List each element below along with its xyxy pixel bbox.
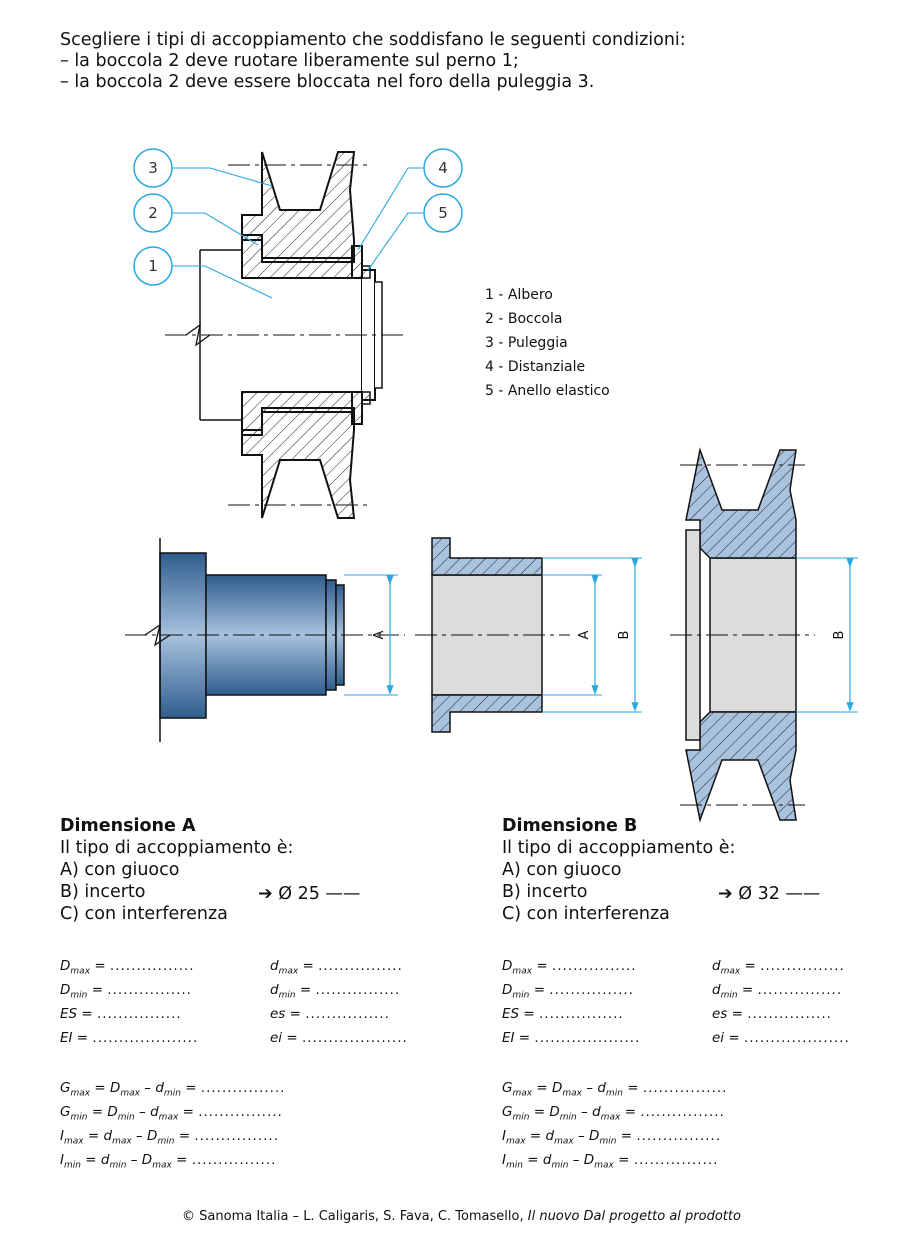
formula-ei: ei = ....................: [712, 1030, 850, 1046]
dimension-label-b: B: [832, 631, 847, 640]
dimension-label-a: A: [372, 630, 387, 639]
callout-4: 4: [438, 159, 448, 177]
pulley-drawing: [670, 447, 858, 823]
instruction-line: – la boccola 2 deve ruotare liberamente …: [60, 51, 519, 71]
formula-dmin-hole: Dmin = ................: [502, 982, 634, 1001]
option: B) incerto: [502, 882, 588, 902]
formula-dmax-shaft: dmax = ................: [270, 958, 403, 977]
legend-item: 1 - Albero: [485, 287, 553, 303]
question: Il tipo di accoppiamento è:: [60, 838, 294, 858]
option: C) con interferenza: [502, 904, 670, 924]
callout-leaders: [172, 167, 424, 299]
instruction-line: – la boccola 2 deve essere bloccata nel …: [60, 72, 595, 92]
formula-es: es = ................: [712, 1006, 832, 1022]
shaft-drawing: [125, 538, 405, 742]
formula-imin: Imin = dmin – Dmax = ................: [60, 1152, 277, 1171]
formula-dmax-hole: Dmax = ................: [502, 958, 637, 977]
callout-2: 2: [148, 204, 158, 222]
legend-item: 3 - Puleggia: [485, 335, 568, 351]
formula-gmax: Gmax = Dmax – dmin = ................: [502, 1080, 728, 1099]
formula-imax: Imax = dmax – Dmin = ................: [502, 1128, 721, 1147]
instruction-line: Scegliere i tipi di accoppiamento che so…: [60, 30, 686, 50]
dimension-label-b: B: [617, 631, 632, 640]
assembly-drawing: [165, 151, 405, 519]
formula-gmax: Gmax = Dmax – dmin = ................: [60, 1080, 286, 1099]
callout-3: 3: [148, 159, 158, 177]
option: B) incerto: [60, 882, 146, 902]
bushing-drawing: [415, 537, 642, 733]
legend-item: 5 - Anello elastico: [485, 383, 610, 399]
option: A) con giuoco: [502, 860, 622, 880]
formula-dmax-hole: Dmax = ................: [60, 958, 195, 977]
copyright-footer: © Sanoma Italia – L. Caligaris, S. Fava,…: [182, 1209, 741, 1224]
formula-ei: ei = ....................: [270, 1030, 408, 1046]
formula-dmin-hole: Dmin = ................: [60, 982, 192, 1001]
legend-item: 4 - Distanziale: [485, 359, 586, 375]
formula-gmin: Gmin = Dmin – dmax = ................: [60, 1104, 283, 1123]
callout-1: 1: [148, 257, 158, 275]
formula-EI: EI = ....................: [502, 1030, 641, 1046]
formula-ES: ES = ................: [60, 1006, 182, 1022]
formula-imin: Imin = dmin – Dmax = ................: [502, 1152, 719, 1171]
legend-item: 2 - Boccola: [485, 311, 563, 327]
question: Il tipo di accoppiamento è:: [502, 838, 736, 858]
formula-es: es = ................: [270, 1006, 390, 1022]
formula-EI: EI = ....................: [60, 1030, 199, 1046]
dimension-b-section: Dimensione B Il tipo di accoppiamento è:…: [502, 815, 735, 925]
instructions: Scegliere i tipi di accoppiamento che so…: [60, 30, 686, 93]
fit-a: ➔ Ø 25 ——: [258, 884, 361, 904]
formula-gmin: Gmin = Dmin – dmax = ................: [502, 1104, 725, 1123]
callout-circles: [133, 148, 463, 286]
parts-legend: 1 - Albero 2 - Boccola 3 - Puleggia 4 - …: [485, 283, 610, 403]
section-title: Dimensione B: [502, 816, 638, 836]
formula-ES: ES = ................: [502, 1006, 624, 1022]
section-title: Dimensione A: [60, 816, 196, 836]
fit-b: ➔ Ø 32 ——: [718, 884, 821, 904]
formula-dmin-shaft: dmin = ................: [270, 982, 401, 1001]
formula-dmax-shaft: dmax = ................: [712, 958, 845, 977]
dimension-label-a: A: [577, 630, 592, 639]
option: A) con giuoco: [60, 860, 180, 880]
option: C) con interferenza: [60, 904, 228, 924]
formula-imax: Imax = dmax – Dmin = ................: [60, 1128, 279, 1147]
dimension-a-section: Dimensione A Il tipo di accoppiamento è:…: [60, 815, 293, 925]
formula-dmin-shaft: dmin = ................: [712, 982, 843, 1001]
callout-5: 5: [438, 204, 448, 222]
